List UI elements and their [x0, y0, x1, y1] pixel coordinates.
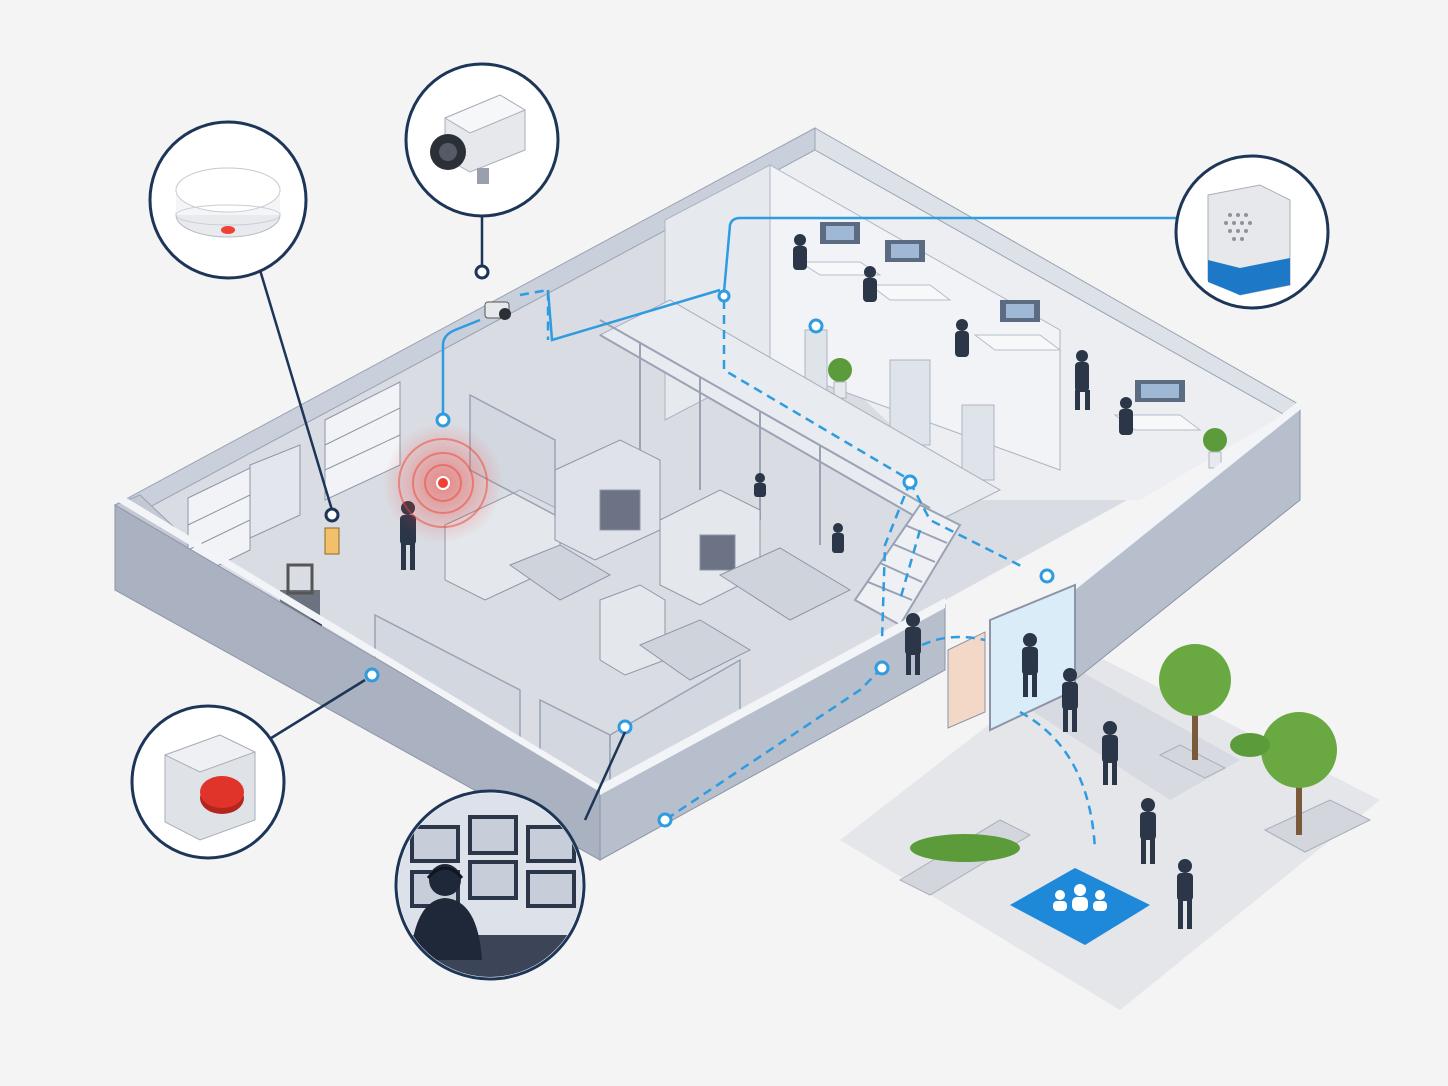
- callout-monitoring-room[interactable]: [394, 789, 586, 981]
- evacuating-people: [905, 613, 1193, 929]
- mezzanine-railing: [599, 319, 931, 545]
- alarm-source: [436, 476, 450, 490]
- inner-wall-front-top: [600, 598, 945, 795]
- front-wall-right-top: [1070, 400, 1306, 590]
- callout-emergency-button[interactable]: [130, 704, 286, 860]
- outdoor-planters: [898, 644, 1372, 896]
- emergency-stop-button-icon: [163, 734, 257, 841]
- callout-security-camera[interactable]: [404, 62, 560, 218]
- wall-emergency-box: [324, 527, 340, 555]
- office-door-2: [961, 404, 995, 481]
- office-workers: [793, 234, 1133, 435]
- callout-smoke-detector[interactable]: [148, 120, 308, 280]
- office-plants: [828, 358, 1227, 469]
- office-workstations: [798, 222, 1202, 431]
- callout-alarm-speaker[interactable]: [1174, 154, 1330, 310]
- alarm-waves: [398, 438, 488, 528]
- assembly-group-icon: [1053, 884, 1107, 911]
- callout-leader-lines: [258, 215, 627, 821]
- network-lines: [441, 216, 1180, 420]
- smoke-detector-icon: [175, 167, 281, 238]
- speaker-siren-icon: [1207, 184, 1291, 296]
- sensor-nodes: [364, 289, 1055, 828]
- camera-icon: [430, 94, 527, 184]
- mounted-camera: [484, 301, 511, 320]
- monitoring-operator-icon: [398, 793, 582, 977]
- front-wall-left-top: [115, 497, 600, 792]
- conveyors: [508, 544, 852, 681]
- evacuation-routes: [519, 288, 1097, 851]
